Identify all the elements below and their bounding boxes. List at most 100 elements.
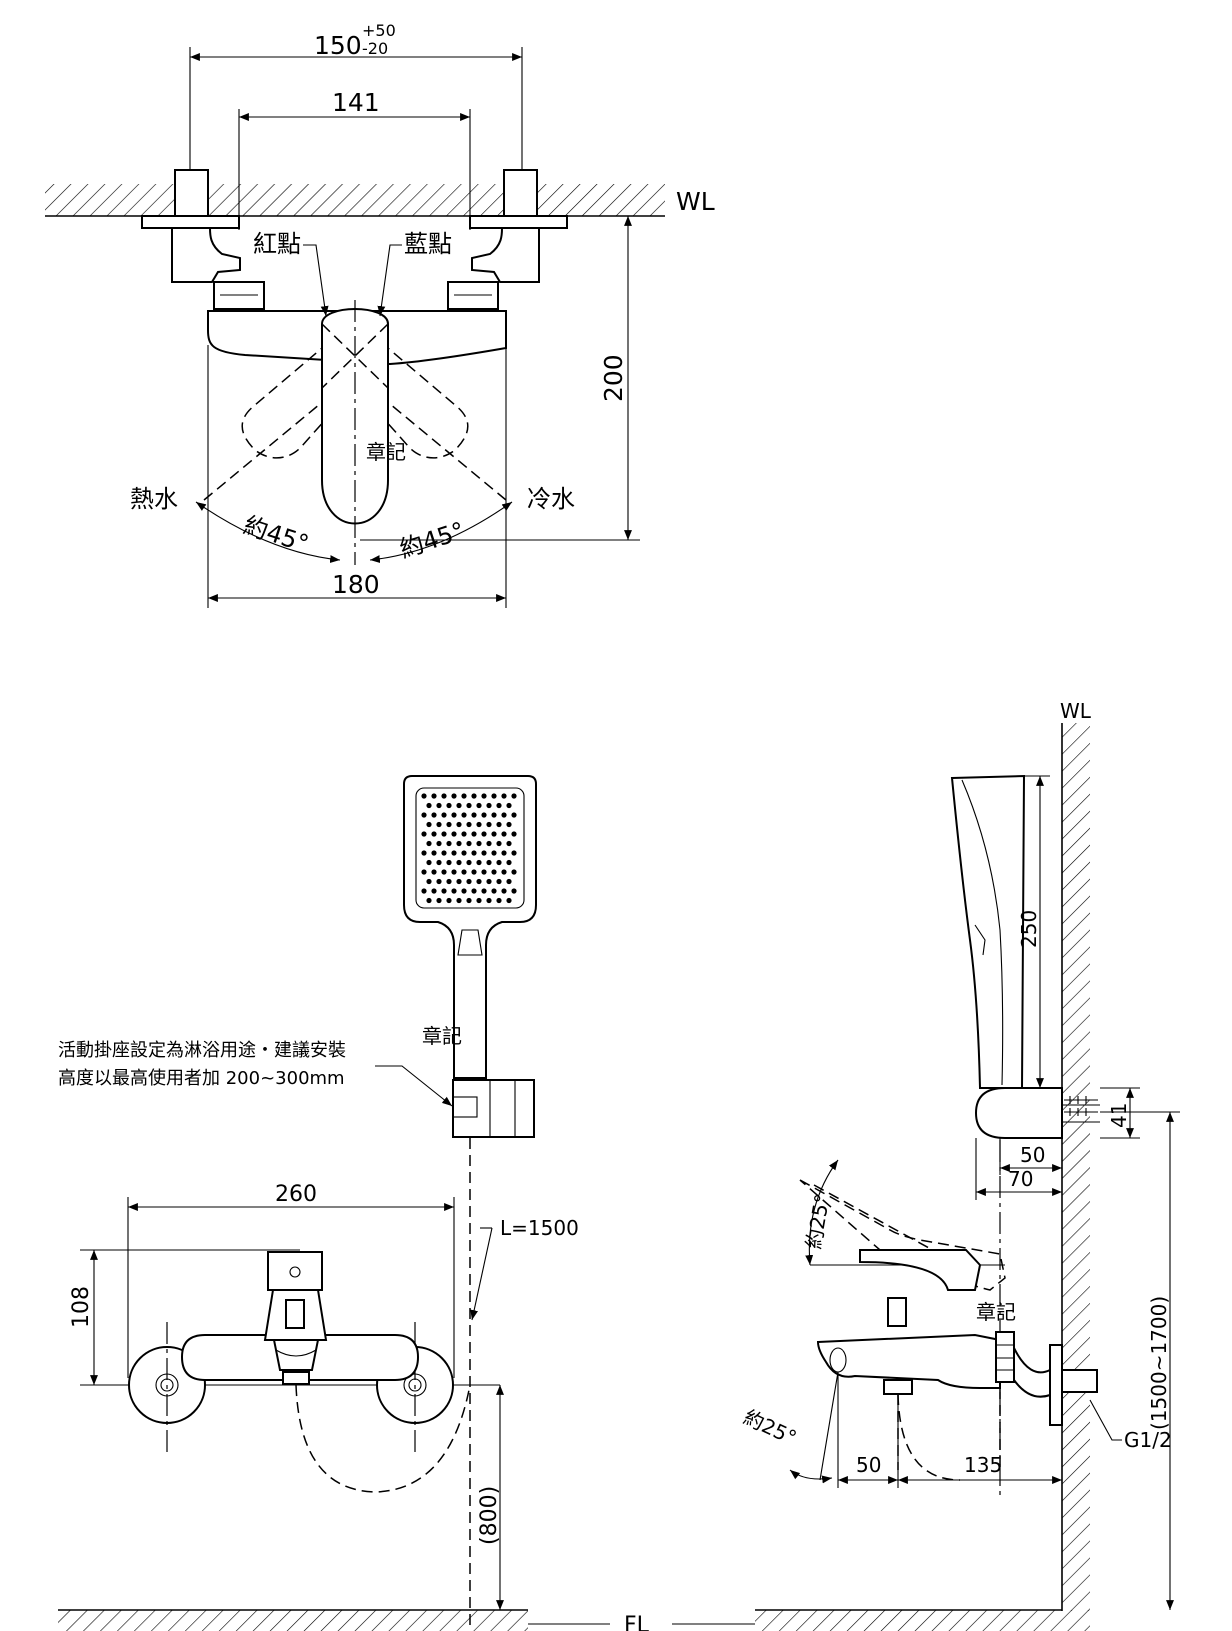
side-view: WL 250 41 50 70 bbox=[740, 699, 1180, 1631]
spray-hole bbox=[496, 897, 502, 904]
spray-hole bbox=[486, 840, 492, 847]
spray-hole bbox=[431, 869, 437, 875]
dim-150: 150 bbox=[314, 31, 362, 60]
mount-note-line2: 高度以最高使用者加 200~300mm bbox=[58, 1068, 345, 1089]
spray-hole bbox=[426, 897, 432, 904]
spray-hole bbox=[501, 888, 507, 894]
spray-hole bbox=[481, 888, 487, 894]
wall-hatch-side bbox=[1062, 723, 1090, 1611]
spray-hole bbox=[426, 802, 432, 809]
floor-hatch-left bbox=[58, 1610, 528, 1631]
spray-hole bbox=[451, 869, 457, 875]
wall-hatch-top bbox=[45, 184, 665, 216]
spray-hole bbox=[471, 831, 477, 837]
spray-hole bbox=[426, 859, 432, 866]
dim-70: 70 bbox=[1008, 1167, 1033, 1191]
spray-hole bbox=[456, 840, 462, 847]
dim-height: (1500~1700) bbox=[1147, 1296, 1171, 1430]
spray-hole bbox=[506, 802, 512, 809]
logo-mark-top: 章記 bbox=[366, 440, 406, 464]
spray-hole bbox=[461, 869, 467, 875]
spray-hole bbox=[456, 878, 462, 885]
spray-hole bbox=[511, 793, 517, 799]
angle-left: 約45° bbox=[240, 511, 312, 558]
spray-hole bbox=[476, 859, 482, 866]
dim-800: (800) bbox=[477, 1486, 502, 1545]
spray-hole bbox=[441, 793, 447, 799]
spray-hole bbox=[506, 859, 512, 866]
spray-hole bbox=[511, 812, 517, 818]
floor-label: FL bbox=[624, 1613, 650, 1631]
spray-hole bbox=[491, 850, 497, 856]
spray-hole bbox=[446, 859, 452, 866]
spray-hole bbox=[496, 878, 502, 885]
spray-hole bbox=[421, 869, 427, 875]
spray-hole bbox=[486, 802, 492, 809]
spray-hole bbox=[501, 831, 507, 837]
spray-hole bbox=[476, 897, 482, 904]
spray-hole bbox=[421, 812, 427, 818]
spray-hole bbox=[461, 793, 467, 799]
dim-150-tol-minus: -20 bbox=[362, 39, 388, 58]
spray-hole bbox=[446, 802, 452, 809]
spray-hole bbox=[451, 850, 457, 856]
spray-hole bbox=[436, 859, 442, 866]
spray-hole bbox=[486, 878, 492, 885]
spray-hole bbox=[481, 869, 487, 875]
wall-label-top: WL bbox=[676, 187, 715, 216]
spray-hole bbox=[441, 888, 447, 894]
spray-hole bbox=[436, 802, 442, 809]
dim-250: 250 bbox=[1017, 910, 1041, 948]
spray-hole bbox=[436, 840, 442, 847]
spray-hole bbox=[421, 793, 427, 799]
thread-spec: G1/2 bbox=[1124, 1428, 1172, 1452]
spray-hole bbox=[461, 831, 467, 837]
wall-label-side: WL bbox=[1060, 699, 1092, 723]
dim-50-bottom: 50 bbox=[856, 1453, 881, 1477]
spray-hole bbox=[461, 888, 467, 894]
spray-hole bbox=[436, 897, 442, 904]
hot-water-label: 熱水 bbox=[130, 485, 178, 513]
spray-hole bbox=[491, 812, 497, 818]
spray-hole bbox=[491, 831, 497, 837]
spray-hole bbox=[501, 850, 507, 856]
spray-hole bbox=[451, 793, 457, 799]
spray-hole bbox=[471, 793, 477, 799]
spray-hole bbox=[466, 859, 472, 866]
spray-hole bbox=[501, 869, 507, 875]
spray-hole bbox=[421, 850, 427, 856]
spray-hole bbox=[471, 869, 477, 875]
spray-hole bbox=[461, 812, 467, 818]
spray-hole bbox=[486, 897, 492, 904]
spray-hole bbox=[431, 812, 437, 818]
spray-hole bbox=[446, 821, 452, 828]
spray-hole bbox=[451, 831, 457, 837]
spray-hole bbox=[431, 793, 437, 799]
spray-hole bbox=[456, 821, 462, 828]
spray-hole bbox=[431, 831, 437, 837]
spray-hole bbox=[466, 840, 472, 847]
spray-hole bbox=[441, 831, 447, 837]
dim-180: 180 bbox=[332, 570, 380, 599]
spray-hole bbox=[476, 821, 482, 828]
spray-hole bbox=[496, 821, 502, 828]
spray-hole bbox=[481, 831, 487, 837]
top-view: 150 +50 -20 141 WL 紅點 bbox=[45, 21, 715, 608]
spray-hole bbox=[441, 869, 447, 875]
spray-hole bbox=[486, 859, 492, 866]
spray-hole bbox=[471, 812, 477, 818]
spray-hole bbox=[426, 878, 432, 885]
spray-hole bbox=[511, 850, 517, 856]
dim-41: 41 bbox=[1107, 1103, 1131, 1128]
front-view: 章記 活動掛座設定為淋浴用途・建議安裝 高度以最高使用者加 200~300mm … bbox=[58, 775, 755, 1631]
spray-hole bbox=[456, 897, 462, 904]
angle-top: 約25° bbox=[801, 1192, 834, 1251]
spray-hole bbox=[476, 802, 482, 809]
spray-hole bbox=[426, 840, 432, 847]
spray-hole bbox=[466, 878, 472, 885]
dim-50-top: 50 bbox=[1020, 1143, 1045, 1167]
spray-hole bbox=[466, 821, 472, 828]
mount-note-line1: 活動掛座設定為淋浴用途・建議安裝 bbox=[58, 1040, 346, 1061]
spray-hole bbox=[486, 821, 492, 828]
